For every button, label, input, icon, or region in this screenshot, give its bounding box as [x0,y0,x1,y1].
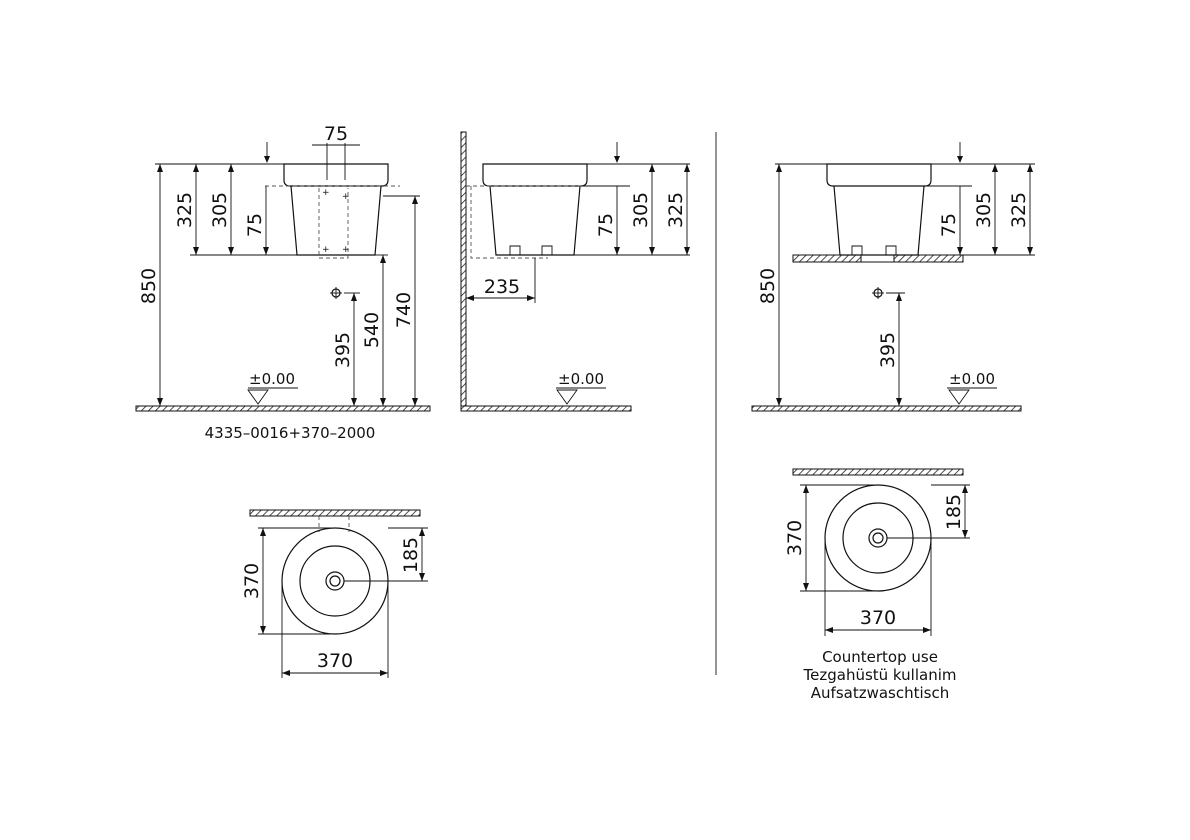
dim-height-305: 305 [630,192,652,228]
plan-view-right: 370 185 370 [784,468,970,636]
drain-icon [868,528,888,548]
plan-view-left: 370 185 370 [241,509,428,678]
product-code: 4335–0016+370–2000 [205,424,376,442]
dim-height-325: 325 [1008,192,1030,228]
dim-diameter-370-horizontal: 370 [860,607,896,629]
floor-level-label: ±0.00 [949,370,995,388]
caption-line-2: Tezgahüstü kullanim [803,666,957,684]
floor-level-label: ±0.00 [249,370,295,388]
dim-height-75: 75 [244,213,266,237]
side-elevation-view: 75 305 325 235 ±0.00 [460,131,690,412]
dim-diameter-370-horizontal: 370 [317,650,353,672]
fixing-mark: + [322,188,330,198]
countertop-elevation-view: 75 305 325 850 395 ±0.00 [751,142,1035,412]
dim-height-305: 305 [973,192,995,228]
fixing-mark: + [322,245,330,255]
dim-height-325: 325 [665,192,687,228]
floor-hatch [460,405,632,412]
dim-height-75: 75 [938,213,960,237]
basin-rim [482,163,588,187]
dim-height-305: 305 [209,192,231,228]
dim-height-850: 850 [138,268,160,304]
wall-hatch [460,131,467,412]
level-triangle-icon [247,389,269,405]
level-triangle-icon [948,389,970,405]
basin-body [833,185,925,256]
fixing-mark: + [342,192,350,202]
dim-height-540: 540 [361,312,383,348]
level-triangle-icon [556,389,578,405]
dim-radius-185: 185 [400,537,422,573]
fixing-mark: + [342,245,350,255]
wall-hatch [792,468,964,476]
dim-depth-235: 235 [484,276,520,298]
overflow-detail [509,245,553,255]
dim-diameter-370-vertical: 370 [784,520,806,556]
basin-rim [283,163,389,187]
dim-height-325: 325 [174,192,196,228]
dim-opening-75: 75 [324,123,348,145]
dim-diameter-370-vertical: 370 [241,563,263,599]
floor-hatch [751,405,1022,412]
dim-radius-185: 185 [943,494,965,530]
dim-height-395: 395 [877,332,899,368]
waste-hidden-lines [318,188,349,259]
basin-body [489,185,581,256]
bracket-hidden-lines [466,185,603,259]
caption-line-3: Aufsatzwaschtisch [811,684,949,702]
basin-body [290,185,382,256]
caption-line-1: Countertop use [822,648,938,666]
dim-height-75: 75 [595,213,617,237]
dim-height-395: 395 [332,332,354,368]
wall-hatch [249,509,421,517]
floor-level-label: ±0.00 [558,370,604,388]
dim-height-850: 850 [757,268,779,304]
drain-icon [325,571,345,591]
basin-rim [826,163,932,187]
dim-height-740: 740 [393,292,415,328]
front-elevation-view: + + + + 75 325 305 75 850 [135,123,431,442]
floor-hatch [135,405,431,412]
usage-caption: Countertop use Tezgahüstü kullanim Aufsa… [803,648,957,702]
